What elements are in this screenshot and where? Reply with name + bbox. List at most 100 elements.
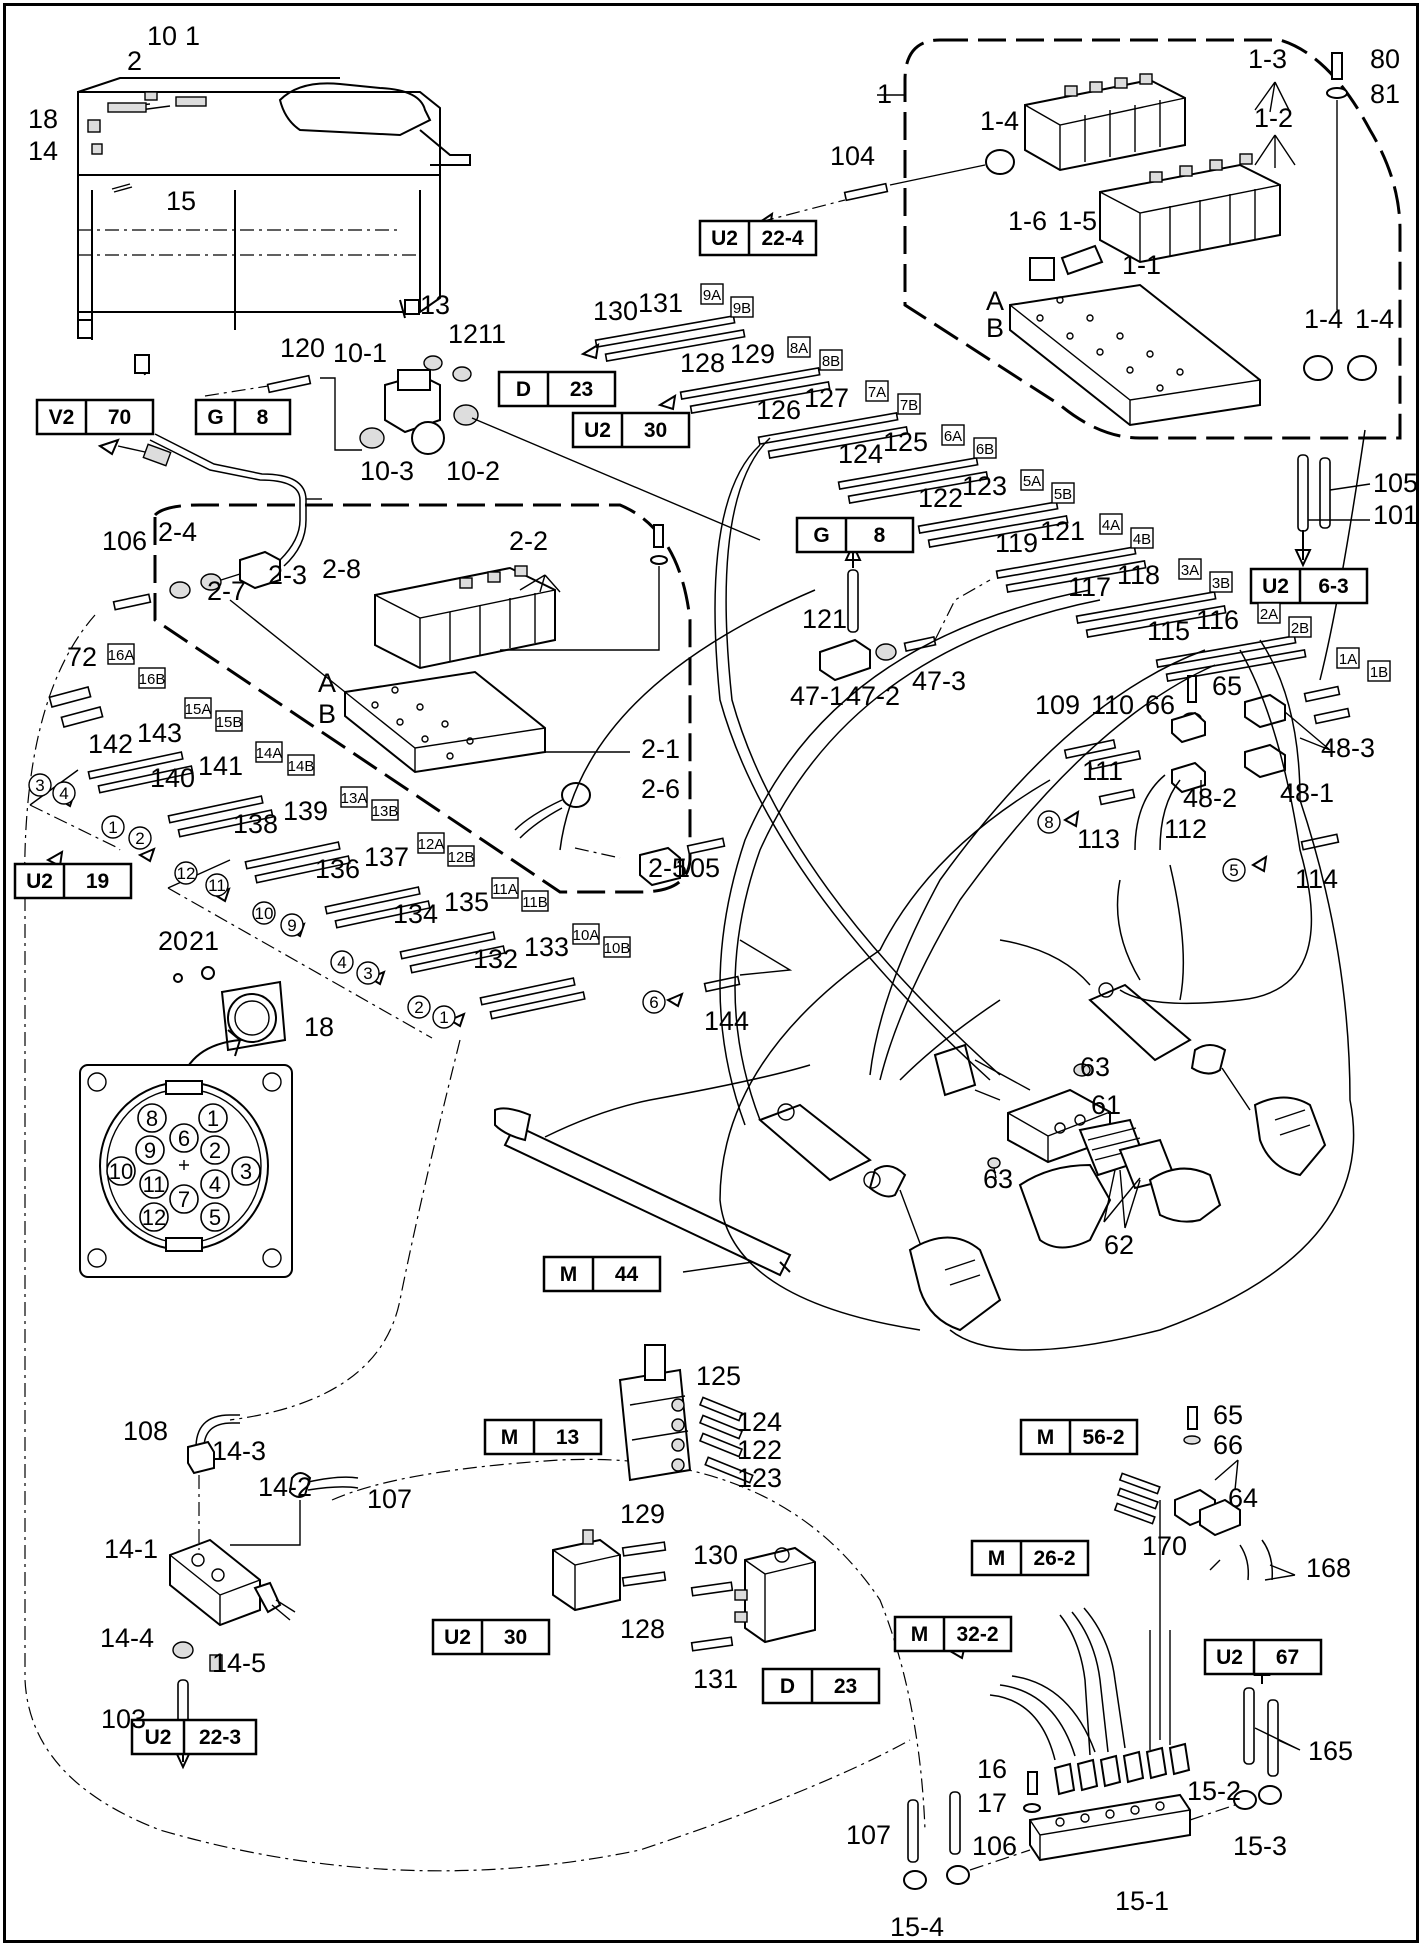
circled-number-ring [205, 873, 229, 897]
part-sub-label: 1-4 [980, 106, 1019, 136]
circled-number: 4 [59, 784, 68, 803]
reference-box [130, 1718, 258, 1756]
reference-box [1249, 567, 1369, 605]
part-label: 134 [393, 899, 438, 929]
part-label: 138 [233, 809, 278, 839]
circled-number-ring [52, 781, 76, 805]
part-sub-label: 10-2 [446, 456, 500, 486]
circled-number: 4 [337, 953, 346, 972]
part-sub-label: 14-2 [258, 1472, 312, 1502]
part-label: 72 [67, 642, 97, 672]
fittings-64 [1113, 1406, 1241, 1537]
reference-page: 6-3 [1318, 575, 1348, 598]
valve-14-1 [169, 1414, 359, 1770]
port-square-frame [865, 380, 889, 402]
connector-pin [231, 1156, 261, 1186]
reference-section: U2 [584, 419, 611, 442]
connector-pin-number: 3 [240, 1159, 252, 1184]
part-label: 1 [185, 21, 200, 51]
plug-72-b [60, 706, 104, 728]
part-label: 103 [101, 1704, 146, 1734]
part-label: 129 [730, 339, 775, 369]
part-label: 63 [983, 1164, 1013, 1194]
circled-number: 11 [208, 876, 226, 895]
port-square-frame [1178, 558, 1202, 580]
solenoid-valves-1-3 [1024, 73, 1186, 172]
port-square-label: 11A [492, 881, 518, 898]
part-sub-label: 48-2 [1183, 783, 1237, 813]
port-square-label: 12B [448, 849, 475, 866]
part-sub-label: 1-1 [1122, 250, 1161, 280]
port-square-label: 10A [573, 927, 600, 944]
connector-pin [200, 1169, 230, 1199]
part-label: 128 [680, 348, 725, 378]
part-sub-label: 48-3 [1321, 733, 1375, 763]
reference-box [194, 398, 292, 436]
circled-number-ring [642, 990, 666, 1014]
part-sub-label: 2-4 [158, 517, 197, 547]
port-square-frame [1336, 647, 1360, 669]
port-square-frame [1051, 482, 1075, 504]
elbow-2-6 [561, 782, 591, 808]
reference-box [483, 1418, 603, 1456]
part-label: 165 [1308, 1736, 1353, 1766]
reference-box [970, 1539, 1090, 1577]
part-label: 109 [1035, 690, 1080, 720]
part-label: 142 [88, 729, 133, 759]
port-square-frame [973, 437, 997, 459]
reference-page: 23 [570, 378, 593, 401]
circled-number: 8 [1044, 813, 1053, 832]
part-sub-label: 1-4 [1355, 304, 1394, 334]
reference-section: M [501, 1426, 519, 1449]
reference-box [35, 398, 155, 436]
connector-pin [106, 1156, 136, 1186]
fitting-2-7 [200, 573, 222, 591]
solenoid-valves-2-2 [374, 565, 556, 670]
port-square-frame [255, 741, 283, 763]
port-square-frame [340, 786, 368, 808]
reference-page: 8 [874, 524, 886, 547]
part-sub-label: 15-2 [1187, 1776, 1241, 1806]
reference-page: 26-2 [1033, 1547, 1075, 1570]
part-label: 133 [524, 932, 569, 962]
reference-section: U2 [1216, 1646, 1243, 1669]
part-label: 116 [1196, 605, 1239, 635]
port-square-label: 13A [341, 790, 368, 807]
part-label: 121 [1040, 516, 1085, 546]
circled-number-ring [330, 950, 354, 974]
connector-18 [173, 966, 287, 1086]
fittings-47 [819, 542, 991, 682]
tube-120 [266, 374, 312, 394]
part-sub-label: 2-6 [641, 774, 680, 804]
part-sub-label: 15-1 [1115, 1886, 1169, 1916]
port-square-frame [447, 845, 475, 867]
part-sub-label: 1-6 [1008, 206, 1047, 236]
part-label: 16 [977, 1754, 1007, 1784]
circled-number-ring [128, 826, 152, 850]
part-label: 123 [962, 471, 1007, 501]
port-square-label: 1B [1370, 664, 1388, 681]
connector-pin [139, 1202, 169, 1232]
washer-81-top [1326, 87, 1348, 99]
circled-number: 3 [35, 776, 44, 795]
valve-unit-2-enclosure [153, 503, 692, 894]
part-sub-label: 2-1 [641, 734, 680, 764]
reference-section: D [780, 1675, 795, 1698]
port-square-label: 12A [418, 836, 445, 853]
part-sub-label: 1-4 [1304, 304, 1343, 334]
fitting-2-5 [639, 846, 681, 887]
reference-page: 56-2 [1082, 1426, 1124, 1449]
fitting-1-6 [1029, 257, 1055, 281]
port-square-label: 15B [216, 714, 243, 731]
part-label: 15 [166, 186, 196, 216]
port-letter-label: A [986, 286, 1004, 316]
part-label: 21 [189, 926, 219, 956]
port-square-frame [1099, 513, 1123, 535]
connection-line-long-left [24, 614, 911, 1872]
part-label: 125 [696, 1361, 741, 1391]
tube-104 [843, 182, 889, 202]
reference-page: 22-4 [761, 227, 803, 250]
